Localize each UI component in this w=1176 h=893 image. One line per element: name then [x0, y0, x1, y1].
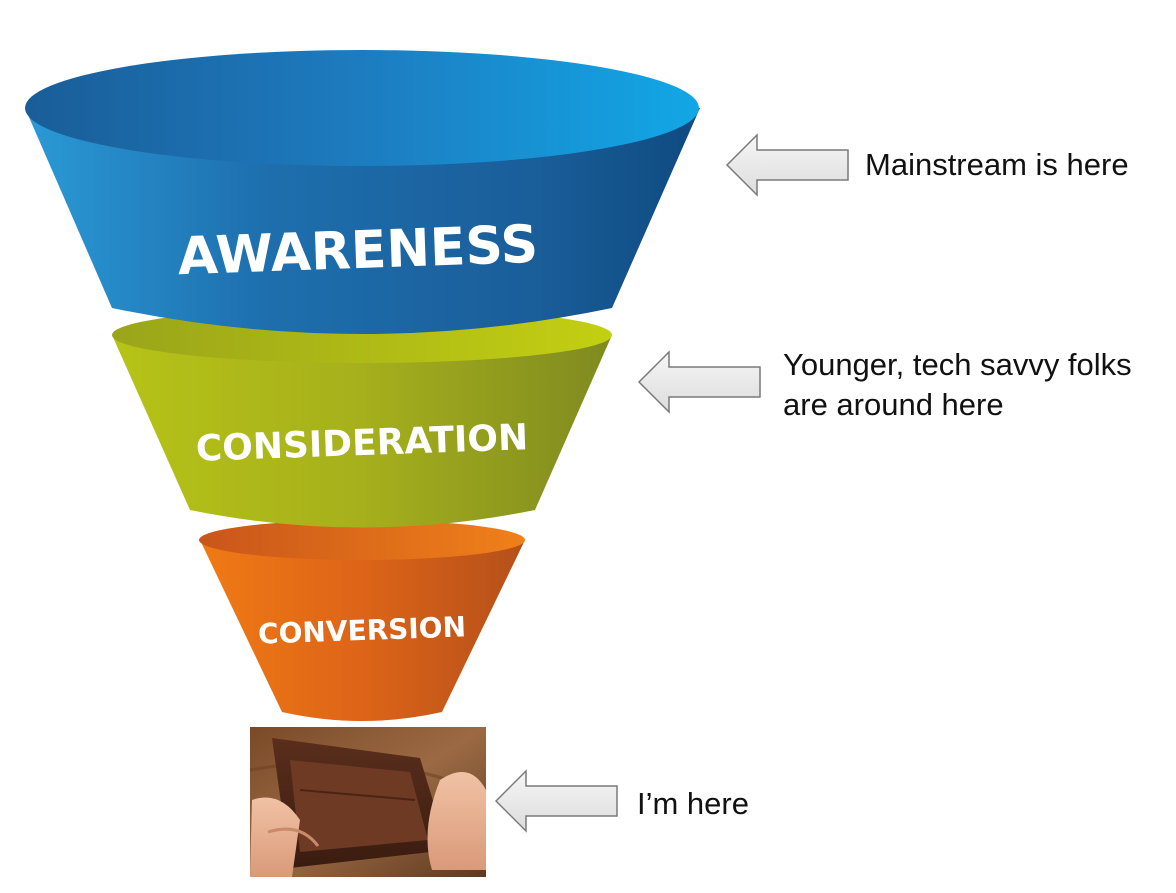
callout-younger-line2: are around here	[783, 387, 1004, 422]
arrow-mainstream	[725, 133, 849, 197]
awareness-label: AWARENESS	[177, 215, 539, 288]
consideration-stage: CONSIDERATION	[112, 307, 612, 528]
conversion-label: CONVERSION	[258, 610, 467, 650]
conversion-stage: CONVERSION	[199, 520, 525, 721]
arrow-me	[494, 769, 618, 833]
awareness-stage: AWARENESS	[25, 50, 700, 334]
callout-younger-line1: Younger, tech savvy folks	[783, 347, 1132, 382]
callout-me: I’m here	[637, 786, 749, 821]
arrow-younger	[637, 350, 761, 414]
callout-mainstream: Mainstream is here	[865, 147, 1129, 182]
empty-wallet-icon	[249, 727, 487, 877]
